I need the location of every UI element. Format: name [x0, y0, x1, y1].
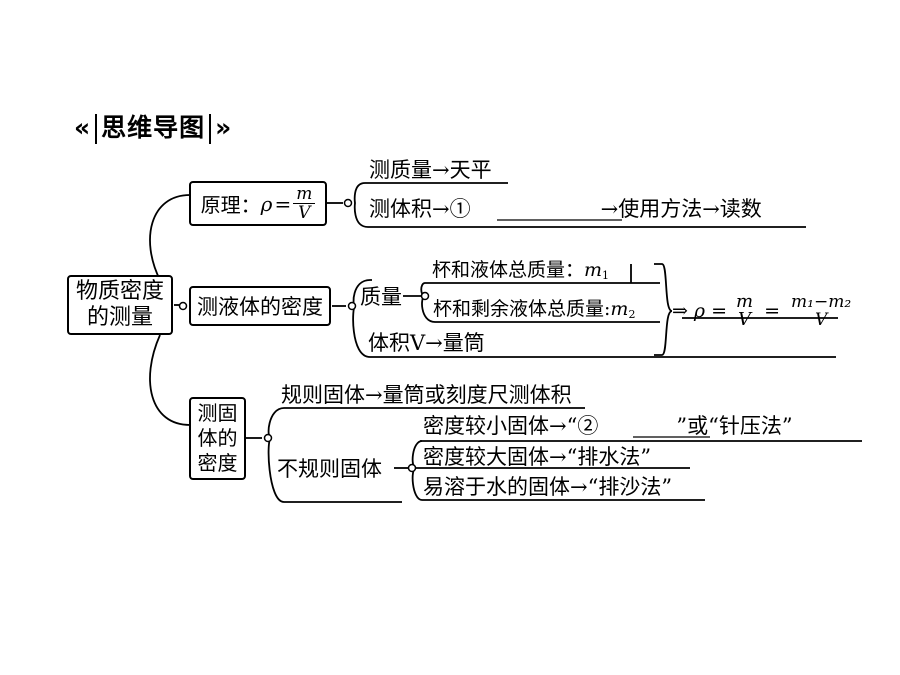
formula-fraction-2: m₁−m₂ V: [788, 293, 854, 329]
irregular-item-soluble: 易溶于水的固体→“排沙法”: [423, 475, 673, 499]
formula-fraction-1: m V: [733, 293, 756, 329]
root-node: 物质密度 的测量: [67, 275, 173, 335]
mass-item-total-text: 杯和液体总质量：: [432, 259, 585, 281]
liquid-label: 测液体的密度: [197, 295, 323, 319]
mass-subscript-1: 1: [602, 269, 610, 282]
formula-equals-1: =: [711, 300, 728, 322]
volume-item: 体积V→量筒: [368, 331, 485, 355]
formula-den-2: V: [814, 310, 828, 330]
formula-num-1: m: [736, 291, 754, 312]
heading-divider-right: [209, 114, 212, 144]
section-heading: « 思维导图 »: [74, 108, 232, 144]
volume-item-suffix: →使用方法→读数: [600, 197, 762, 221]
fraction-denominator: V: [298, 203, 311, 223]
mass-symbol-m1: m: [584, 259, 603, 281]
fraction-numerator: m: [293, 185, 316, 204]
principle-node: 原理： ρ = m V: [189, 181, 327, 226]
formula-equals-2: =: [764, 300, 781, 322]
principle-label: 原理：: [200, 193, 261, 217]
solid-label-line1: 测固: [197, 401, 238, 425]
double-right-arrow-icon: »: [215, 113, 233, 142]
formula-num-2: m₁−m₂: [791, 292, 852, 312]
formula-rho: ρ: [693, 300, 706, 322]
connector-root-solid: [149, 334, 191, 426]
heading-title: 思维导图: [101, 113, 206, 142]
density-fraction: m V: [293, 185, 316, 223]
low-density-suffix: ”或“针压法”: [676, 414, 793, 438]
heading-divider-left: [95, 114, 98, 144]
root-line1: 物质密度: [75, 279, 164, 304]
double-left-arrow-icon: «: [74, 113, 92, 142]
formula-den-1: V: [738, 309, 752, 330]
solid-node: 测固 体的 密度: [189, 397, 246, 480]
principle-item-volume: 测体积→① →使用方法→读数: [369, 196, 762, 222]
mass-subscript-2: 2: [628, 308, 636, 321]
root-line2: 的测量: [86, 305, 153, 330]
liquid-formula: ⇒ ρ = m V = m₁−m₂ V: [672, 293, 854, 330]
solid-label-line2: 体的: [197, 426, 238, 450]
regular-solid-item: 规则固体→量筒或刻度尺测体积: [281, 383, 572, 407]
mass-item-remaining-text: 杯和剩余液体总质量:: [433, 298, 611, 320]
irregular-item-high-density: 密度较大固体→“排水法”: [423, 445, 652, 469]
irregular-solid-label: 不规则固体: [277, 457, 382, 481]
principle-item-mass: 测质量→天平: [369, 158, 492, 182]
mass-item-total: 杯和液体总质量：m1: [432, 257, 609, 289]
equals-sign: =: [274, 191, 292, 216]
mass-label: 质量: [360, 285, 402, 309]
implies-arrow: ⇒: [672, 300, 688, 322]
solid-label-line3: 密度: [197, 451, 238, 475]
mass-item-remaining: 杯和剩余液体总质量:m2: [433, 296, 635, 328]
irregular-item-low-density: 密度较小固体→“② ”或“针压法”: [423, 413, 793, 439]
liquid-node: 测液体的密度: [189, 286, 331, 326]
connector-root-principle: [149, 194, 191, 281]
low-density-prefix: 密度较小固体→“②: [423, 414, 599, 438]
mass-symbol-m2: m: [610, 298, 629, 320]
volume-item-prefix: 测体积→①: [369, 197, 471, 221]
rho-symbol: ρ: [260, 191, 273, 216]
